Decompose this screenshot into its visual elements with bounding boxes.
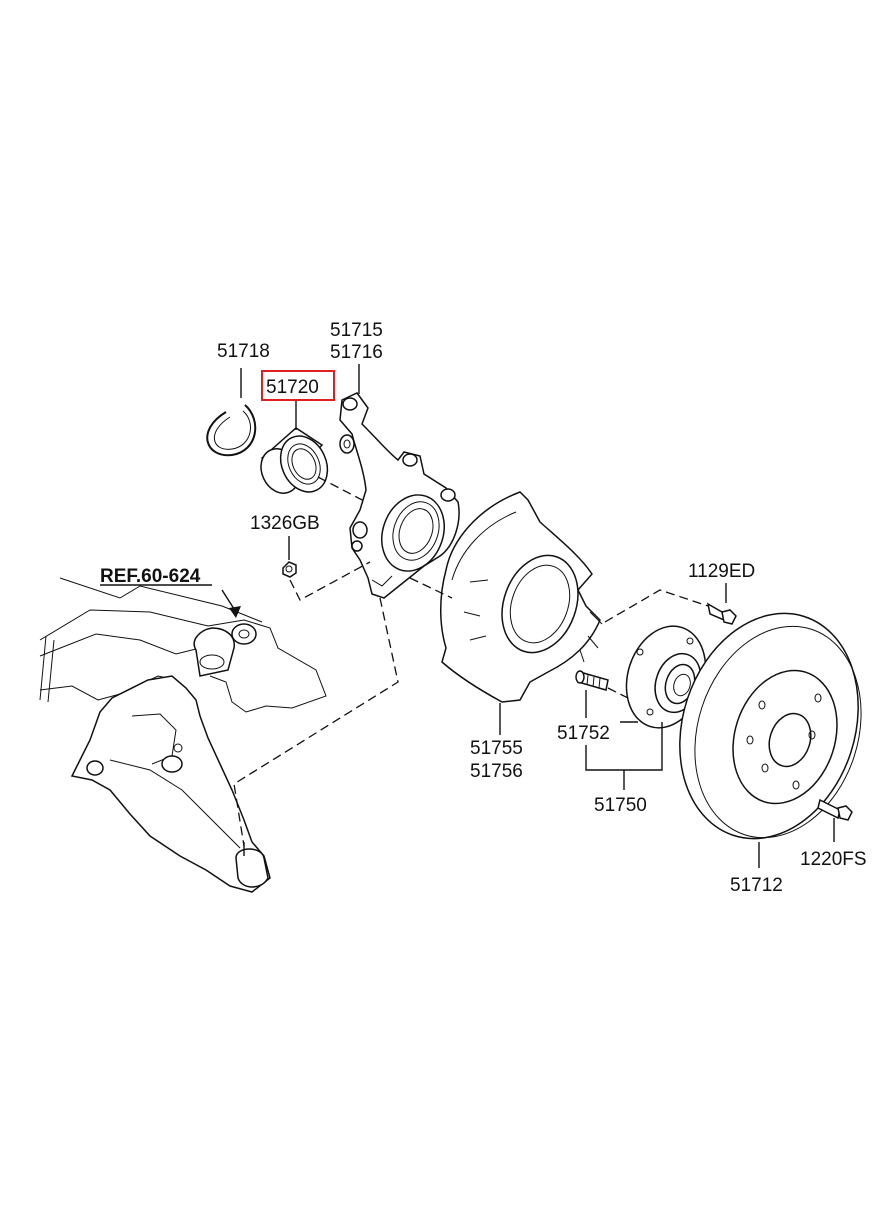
assembly-line-bearing [317,476,369,504]
label-51755[interactable]: 51755 [470,738,523,759]
label-51756[interactable]: 51756 [470,761,523,782]
steering-knuckle-51715-51716[interactable] [339,392,460,599]
label-51712[interactable]: 51712 [730,875,783,896]
wheel-bearing-51720[interactable] [254,427,336,500]
label-51752[interactable]: 51752 [557,723,610,744]
ref-arrowhead [229,606,241,618]
label-1129ed[interactable]: 1129ED [688,561,755,582]
label-1326gb[interactable]: 1326GB [250,513,320,534]
assembly-line-shield [409,577,453,599]
screw-1220fs[interactable] [817,798,853,821]
dust-cover-51755-51756[interactable] [439,491,603,703]
label-51720[interactable]: 51720 [266,377,319,398]
assembly-line-arm [233,597,399,847]
highlight-box-51720 [261,370,335,401]
label-51718[interactable]: 51718 [217,341,270,362]
label-51750[interactable]: 51750 [594,795,647,816]
label-ref-60-624[interactable]: REF.60-624 [100,566,201,587]
hub-bolt-51752[interactable] [575,670,609,691]
brake-disc-51712[interactable] [652,590,886,862]
assembly-line-1129ed [604,589,709,623]
assembly-line-nut [289,561,371,601]
label-1220fs[interactable]: 1220FS [800,849,867,870]
snap-ring-51718[interactable] [206,404,257,457]
bolt-1129ed[interactable] [706,602,737,625]
label-51715[interactable]: 51715 [330,320,383,341]
nut-1326gb[interactable] [282,561,297,578]
label-51716[interactable]: 51716 [330,342,383,363]
subframe-lower-arm-ref[interactable] [39,577,327,893]
